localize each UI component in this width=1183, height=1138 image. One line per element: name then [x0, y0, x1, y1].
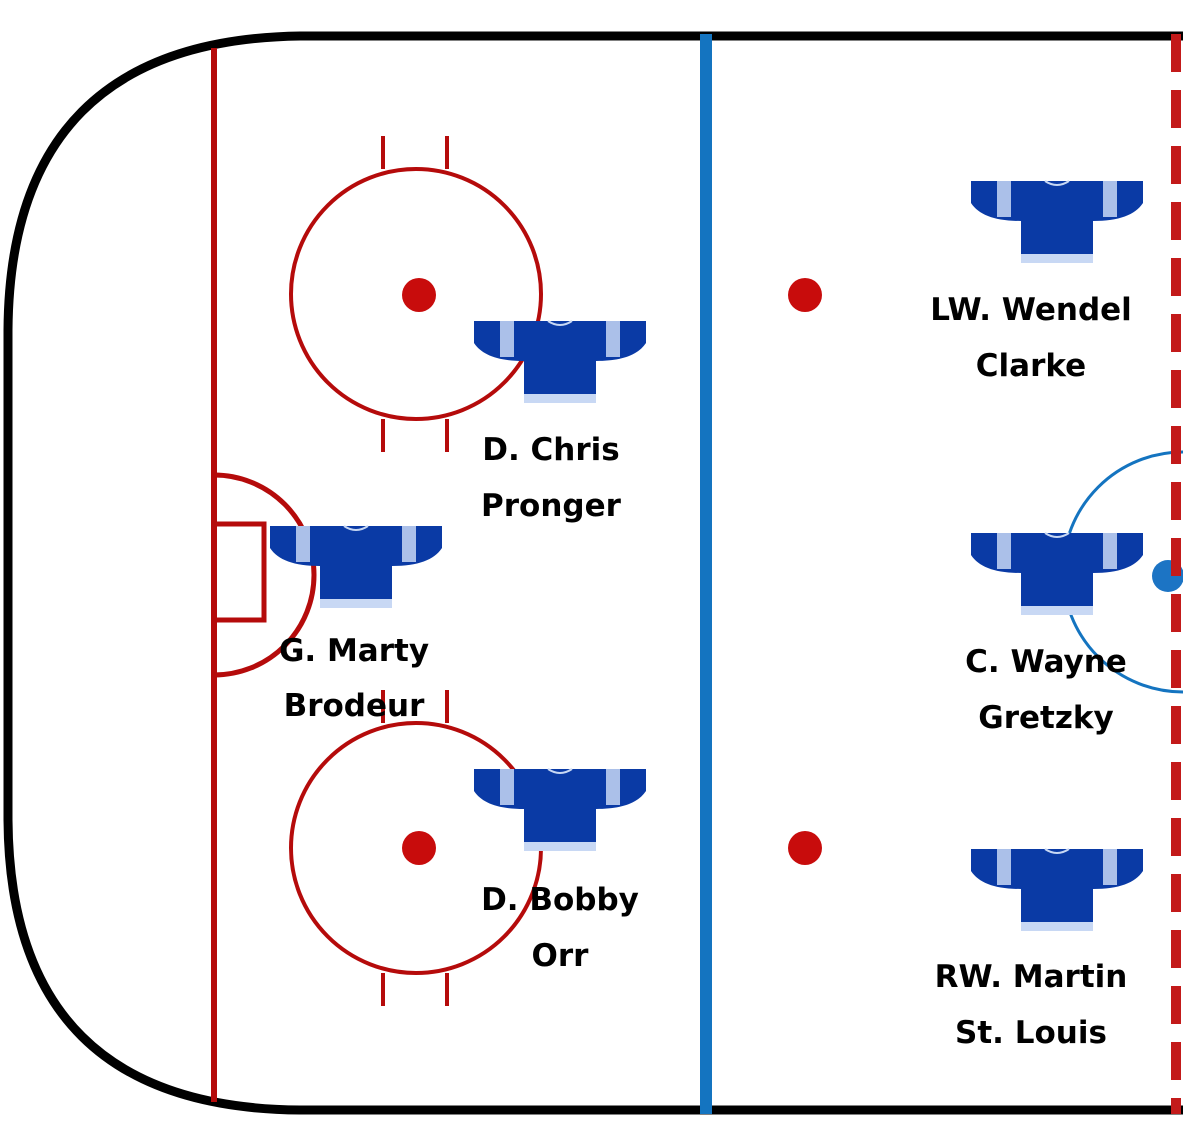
- goal-net: [211, 521, 267, 623]
- player-name-line1: D. Bobby: [481, 882, 639, 918]
- player-name-line2: Clarke: [976, 348, 1086, 384]
- player-name-line1: C. Wayne: [965, 644, 1127, 680]
- faceoff-dot: [402, 278, 436, 312]
- rink-boards: [3, 31, 1183, 1115]
- player-name-line1: LW. Wendel: [930, 292, 1132, 328]
- player-label-c: C. Wayne Gretzky: [965, 644, 1127, 736]
- goal-crease: [213, 472, 317, 678]
- player-label-lw: LW. Wendel Clarke: [930, 292, 1132, 384]
- player-label-g: G. Marty Brodeur: [279, 633, 429, 724]
- player-label-rw: RW. Martin St. Louis: [935, 959, 1128, 1051]
- faceoff-circle-top: [289, 136, 543, 452]
- player-label-d1: D. Chris Pronger: [481, 432, 622, 524]
- neutral-zone-dot-bottom: [788, 831, 822, 865]
- player-name-line2: St. Louis: [955, 1015, 1107, 1051]
- player-name-line1: D. Chris: [482, 432, 620, 468]
- player-name-line1: RW. Martin: [935, 959, 1128, 995]
- player-name-line2: Gretzky: [978, 700, 1113, 736]
- neutral-zone-dot-top: [788, 278, 822, 312]
- faceoff-dot: [402, 831, 436, 865]
- player-name-line2: Brodeur: [284, 688, 425, 724]
- player-name-line2: Orr: [532, 938, 590, 974]
- player-name-line2: Pronger: [481, 488, 622, 524]
- player-label-d2: D. Bobby Orr: [481, 882, 639, 974]
- player-name-line1: G. Marty: [279, 633, 429, 669]
